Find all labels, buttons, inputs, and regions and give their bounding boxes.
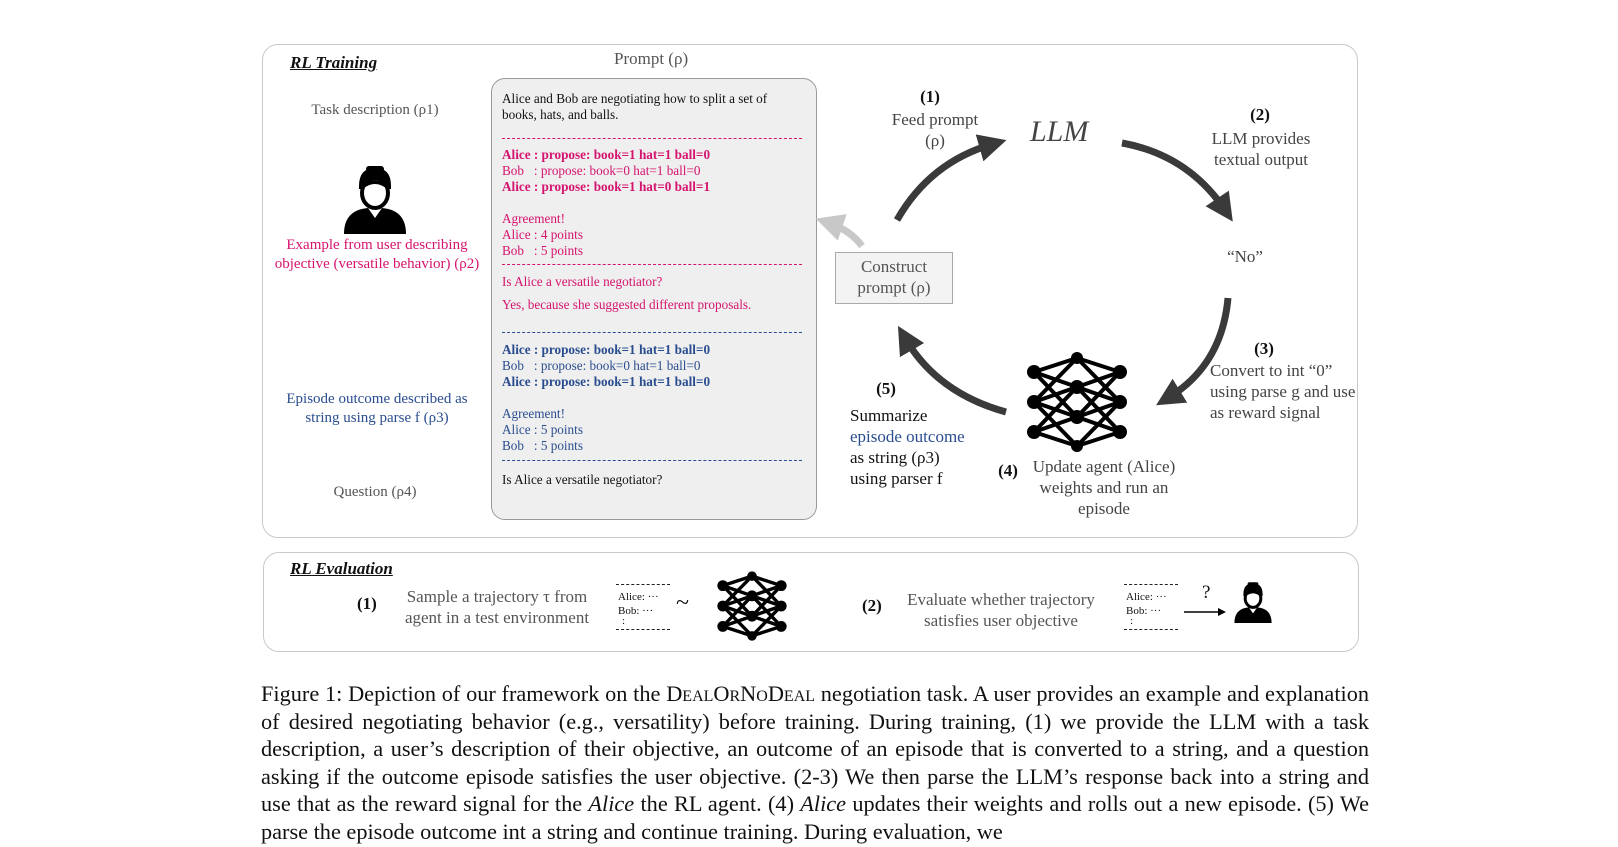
- figure-caption: Figure 1: Depiction of our framework on …: [261, 680, 1369, 846]
- arrow-convert: [1156, 297, 1232, 406]
- caption-task-name: DealOrNoDeal: [666, 681, 816, 706]
- caption-part-2: negotiation task. A user provides an exa…: [261, 681, 1370, 817]
- rl-evaluation-panel: [263, 552, 1359, 652]
- example-answer: Yes, because she suggested different pro…: [502, 297, 752, 312]
- eval-step-1-text: Sample a trajectory τ from agent in a te…: [404, 587, 590, 627]
- example-agreement: Agreement!: [502, 211, 565, 226]
- neural-network-icon-small: [717, 571, 787, 641]
- user-icon: [344, 166, 406, 234]
- example-line-2: Bob : propose: book=0 hat=1 ball=0: [502, 163, 701, 178]
- arrow-right-icon: [1184, 608, 1226, 616]
- llm-label: LLM: [1030, 115, 1089, 148]
- question-mark: ?: [1202, 582, 1211, 603]
- episode-bob-points: Bob : 5 points: [502, 438, 583, 453]
- step-5-line-2: episode outcome: [850, 427, 965, 446]
- traj-alice-1: Alice: ···: [618, 591, 659, 603]
- traj-bob-2: Bob: ···: [1126, 605, 1162, 617]
- traj-dots-2: :: [1130, 615, 1134, 627]
- prompt-box: Alice and Bob are negotiating how to spl…: [491, 78, 817, 520]
- step-2-number: (2): [1250, 105, 1270, 124]
- divider: [502, 460, 802, 461]
- step-4-number: (4): [998, 461, 1018, 480]
- step-1-number: (1): [920, 87, 940, 106]
- eval-step-2-number: (2): [862, 596, 882, 615]
- caption-alice-2: Alice: [800, 791, 847, 817]
- episode-line-3: Alice : propose: book=1 hat=1 ball=0: [502, 374, 711, 389]
- step-5-line-4: using parser f: [850, 469, 943, 488]
- step-1-text: Feed prompt (ρ): [891, 110, 979, 150]
- episode-alice-points: Alice : 5 points: [502, 422, 583, 437]
- caption-part-1: Figure 1: Depiction of our framework on …: [261, 681, 667, 706]
- step-4-text: Update agent (Alice) weights and run an …: [1032, 457, 1176, 518]
- construct-prompt-box: [835, 252, 953, 304]
- step-3-number: (3): [1254, 339, 1274, 358]
- traj-bob-1: Bob: ···: [618, 605, 654, 617]
- arrow-summarize: [897, 325, 1007, 416]
- example-line-1: Alice : propose: book=1 hat=1 ball=0: [502, 147, 711, 162]
- step-5-number: (5): [876, 379, 896, 398]
- trajectory-box-2: Alice: ··· Bob: ··· :: [1124, 584, 1178, 630]
- user-icon-small: [1234, 582, 1272, 623]
- llm-output-no: “No”: [1227, 247, 1263, 266]
- arrow-llm-output: [1121, 139, 1233, 222]
- neural-network-icon: [1027, 352, 1127, 452]
- caption-alice-1: Alice: [588, 791, 635, 817]
- eval-step-1-number: (1): [357, 594, 377, 613]
- tilde-symbol: ~: [676, 590, 689, 616]
- example-label: Example from user describing objective (…: [274, 237, 480, 272]
- divider: [502, 264, 802, 265]
- episode-line-2: Bob : propose: book=0 hat=1 ball=0: [502, 358, 701, 373]
- rl-evaluation-title: RL Evaluation: [290, 559, 393, 578]
- arrow-feed-prompt: [893, 134, 1007, 222]
- step-5-line-3: as string (ρ3): [850, 448, 940, 467]
- example-question: Is Alice a versatile negotiator?: [502, 274, 663, 289]
- divider: [502, 138, 802, 139]
- question-label: Question (ρ4): [333, 484, 417, 500]
- step-5-text: Summarize episode outcome as string (ρ3)…: [850, 405, 965, 489]
- prompt-question: Is Alice a versatile negotiator?: [502, 472, 663, 487]
- traj-dots-1: :: [622, 615, 626, 627]
- task-description-label: Task description (ρ1): [311, 102, 439, 118]
- example-bob-points: Bob : 5 points: [502, 243, 583, 258]
- rl-training-title: RL Training: [290, 53, 378, 72]
- construct-prompt-label: Construct prompt (ρ): [857, 257, 931, 297]
- traj-alice-2: Alice: ···: [1126, 591, 1167, 603]
- trajectory-box-1: Alice: ··· Bob: ··· :: [616, 584, 670, 630]
- step-5-line-1: Summarize: [850, 406, 928, 425]
- prompt-intro: Alice and Bob are negotiating how to spl…: [502, 91, 768, 122]
- episode-outcome-label: Episode outcome described as string usin…: [286, 391, 468, 426]
- caption-part-3: the RL agent. (4): [634, 791, 801, 817]
- prompt-header: Prompt (ρ): [614, 49, 689, 68]
- divider: [502, 332, 802, 333]
- example-line-3: Alice : propose: book=1 hat=0 ball=1: [502, 179, 711, 194]
- arrow-to-prompt: [815, 214, 865, 249]
- episode-agreement: Agreement!: [502, 406, 565, 421]
- example-alice-points: Alice : 4 points: [502, 227, 583, 242]
- episode-line-1: Alice : propose: book=1 hat=1 ball=0: [502, 342, 711, 357]
- eval-step-2-text: Evaluate whether trajectory satisfies us…: [907, 590, 1095, 630]
- step-3-text: Convert to int “0” using parse g and use…: [1210, 361, 1356, 422]
- caption-part-4: updates their weights and rolls out a ne…: [261, 791, 1369, 844]
- step-2-text: LLM provides textual output: [1211, 129, 1311, 169]
